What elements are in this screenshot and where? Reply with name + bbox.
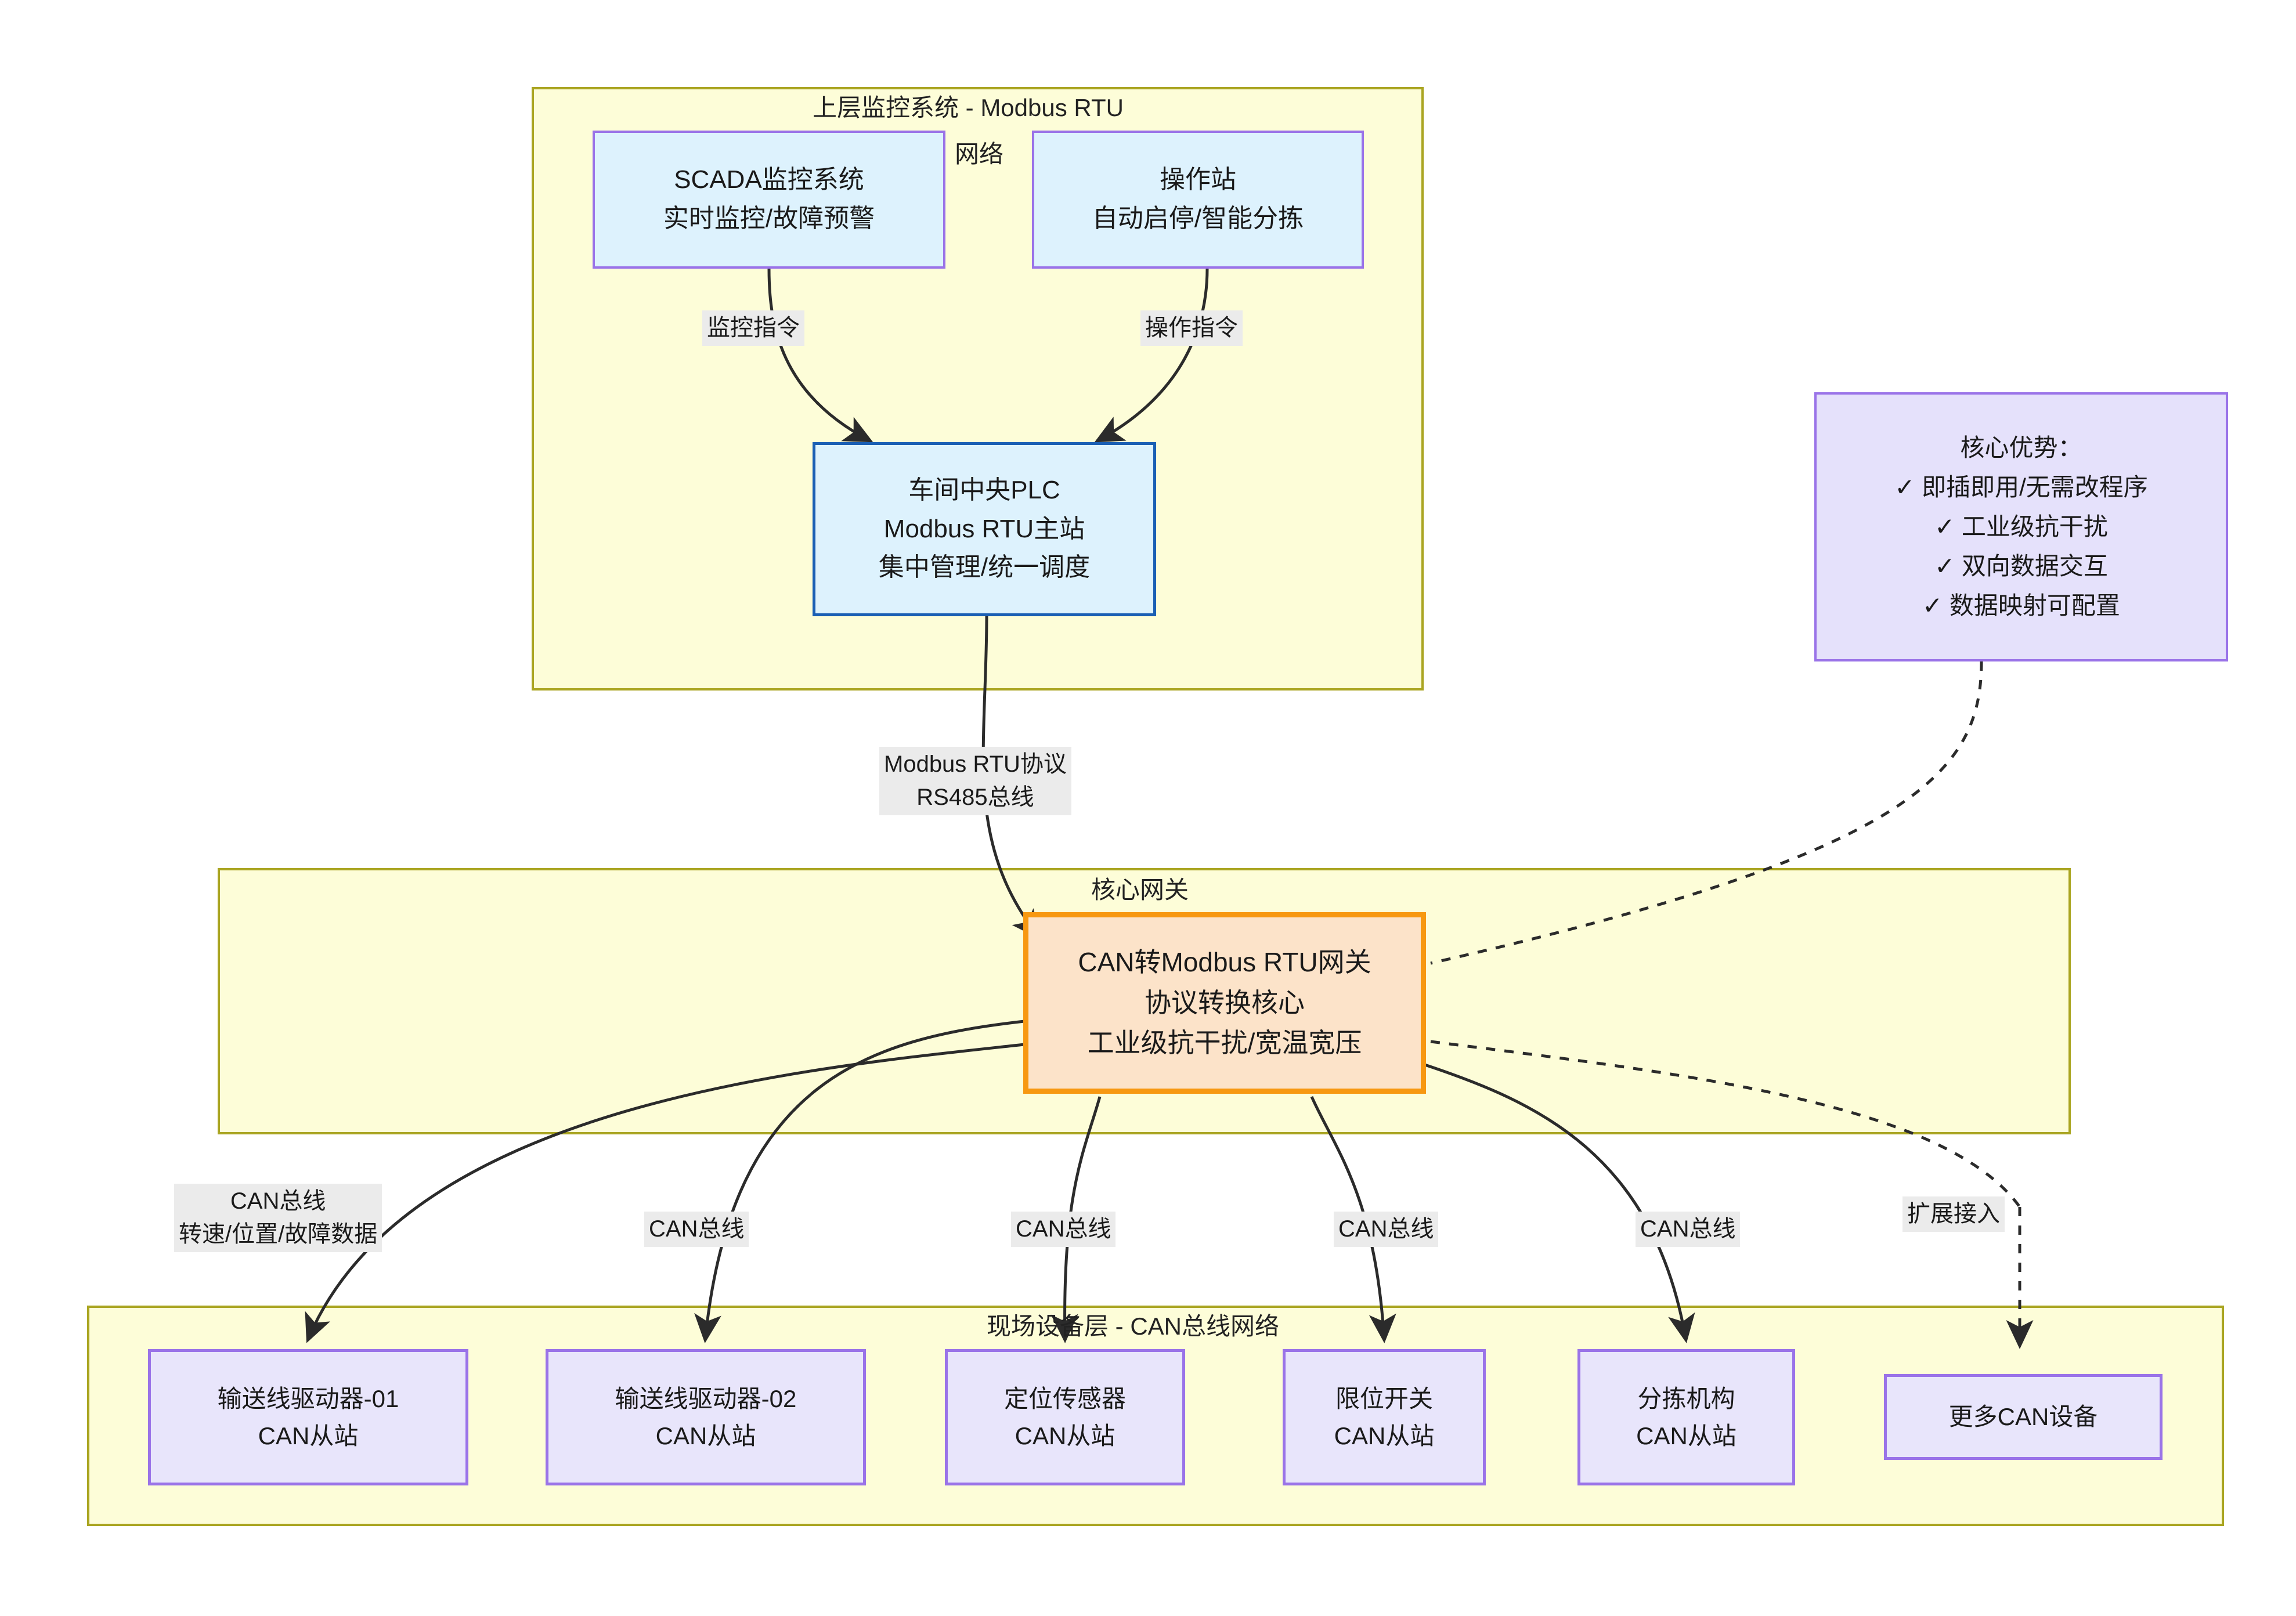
device-node-2[interactable]: 输送线驱动器-02 CAN从站 [546, 1349, 866, 1485]
node-scada-line2: 实时监控/故障预警 [663, 204, 875, 233]
edge-gateway-to-device-1 [305, 1043, 1025, 1343]
node-scada-line1: SCADA监控系统 [674, 165, 864, 194]
node-operator-line2: 自动启停/智能分拣 [1092, 204, 1304, 233]
edge-label-can-bus-3-text: CAN总线 [1016, 1216, 1111, 1242]
device-2-name: 输送线驱动器-02 [615, 1384, 797, 1412]
edge-label-modbus-line1: Modbus RTU协议 [884, 751, 1067, 777]
device-node-6[interactable]: 更多CAN设备 [1884, 1374, 2163, 1460]
edge-label-expand-access-text: 扩展接入 [1907, 1201, 2000, 1227]
device-node-1[interactable]: 输送线驱动器-01 CAN从站 [148, 1349, 468, 1485]
edge-label-can-bus-2-text: CAN总线 [649, 1216, 745, 1242]
edge-label-can-bus-5-text: CAN总线 [1640, 1216, 1736, 1242]
device-node-4[interactable]: 限位开关 CAN从站 [1283, 1349, 1486, 1485]
edge-label-can-bus-2: CAN总线 [644, 1212, 749, 1247]
edge-gateway-to-device-2 [694, 1020, 1025, 1343]
edge-label-expand-access: 扩展接入 [1902, 1196, 2005, 1232]
edge-label-modbus-rtu: Modbus RTU协议 RS485总线 [879, 747, 1071, 815]
node-operator-line1: 操作站 [1160, 165, 1236, 194]
edge-gateway-to-device-4 [1310, 1096, 1396, 1343]
node-gateway-line2: 协议转换核心 [1145, 987, 1305, 1018]
label-network: 网络 [955, 140, 1004, 168]
device-node-3[interactable]: 定位传感器 CAN从站 [945, 1349, 1185, 1485]
node-central-plc[interactable]: 车间中央PLC Modbus RTU主站 集中管理/统一调度 [813, 442, 1156, 616]
group-title-field: 现场设备层 - CAN总线网络 [987, 1313, 1280, 1340]
node-can-modbus-gateway[interactable]: CAN转Modbus RTU网关 协议转换核心 工业级抗干扰/宽温宽压 [1023, 912, 1426, 1094]
edge-label-can-bus-3: CAN总线 [1011, 1212, 1116, 1247]
advantages-item-1: ✓ 即插即用/无需改程序 [1894, 473, 2148, 501]
device-1-role: CAN从站 [258, 1422, 359, 1449]
edge-label-operate-command: 操作指令 [1140, 310, 1243, 346]
device-6-name: 更多CAN设备 [1948, 1403, 2098, 1431]
node-plc-line2: Modbus RTU主站 [883, 514, 1085, 543]
edge-label-can-bus-5: CAN总线 [1636, 1212, 1741, 1247]
node-core-advantages[interactable]: 核心优势： ✓ 即插即用/无需改程序 ✓ 工业级抗干扰 ✓ 双向数据交互 ✓ 数… [1814, 392, 2228, 661]
edge-operator-to-plc [1094, 268, 1209, 443]
group-title-upper: 上层监控系统 - Modbus RTU [813, 94, 1124, 121]
advantages-item-3: ✓ 双向数据交互 [1934, 552, 2108, 580]
device-5-role: CAN从站 [1636, 1422, 1737, 1449]
edge-label-can-bus-4: CAN总线 [1334, 1212, 1439, 1247]
edge-gateway-to-device-5 [1424, 1063, 1695, 1343]
device-4-role: CAN从站 [1334, 1422, 1435, 1449]
node-scada[interactable]: SCADA监控系统 实时监控/故障预警 [593, 131, 945, 269]
edge-label-can-bus-1-line1: CAN总线 [230, 1188, 326, 1214]
node-plc-line3: 集中管理/统一调度 [878, 553, 1091, 582]
device-1-name: 输送线驱动器-01 [217, 1384, 399, 1412]
node-gateway-line3: 工业级抗干扰/宽温宽压 [1087, 1028, 1362, 1058]
edge-label-can-bus-4-text: CAN总线 [1338, 1216, 1434, 1242]
node-plc-line1: 车间中央PLC [908, 475, 1060, 504]
edge-scada-to-plc [767, 268, 873, 443]
edge-label-monitor-command: 监控指令 [702, 310, 804, 346]
edge-label-can-bus-1-line2: 转速/位置/故障数据 [179, 1221, 378, 1247]
device-4-name: 限位开关 [1335, 1384, 1433, 1412]
device-3-role: CAN从站 [1015, 1422, 1115, 1449]
node-gateway-line1: CAN转Modbus RTU网关 [1078, 946, 1371, 977]
edge-label-modbus-line2: RS485总线 [916, 784, 1034, 810]
edge-gateway-to-device-3 [1050, 1096, 1102, 1343]
device-5-name: 分拣机构 [1637, 1384, 1735, 1412]
group-title-gateway: 核心网关 [1091, 876, 1189, 903]
advantages-item-4: ✓ 数据映射可配置 [1922, 592, 2120, 620]
edge-label-can-bus-1: CAN总线 转速/位置/故障数据 [174, 1184, 382, 1252]
advantages-item-2: ✓ 工业级抗干扰 [1934, 512, 2108, 540]
device-3-name: 定位传感器 [1003, 1384, 1126, 1412]
edge-advantages-to-gateway [1430, 661, 1983, 965]
advantages-title: 核心优势： [1960, 433, 2082, 461]
device-2-role: CAN从站 [655, 1422, 756, 1449]
edge-label-monitor-command-text: 监控指令 [707, 315, 800, 341]
edge-gateway-to-expand [1430, 1040, 2021, 1208]
edge-label-operate-command-text: 操作指令 [1145, 315, 1238, 341]
device-node-5[interactable]: 分拣机构 CAN从站 [1577, 1349, 1795, 1485]
node-operator-station[interactable]: 操作站 自动启停/智能分拣 [1032, 131, 1364, 269]
